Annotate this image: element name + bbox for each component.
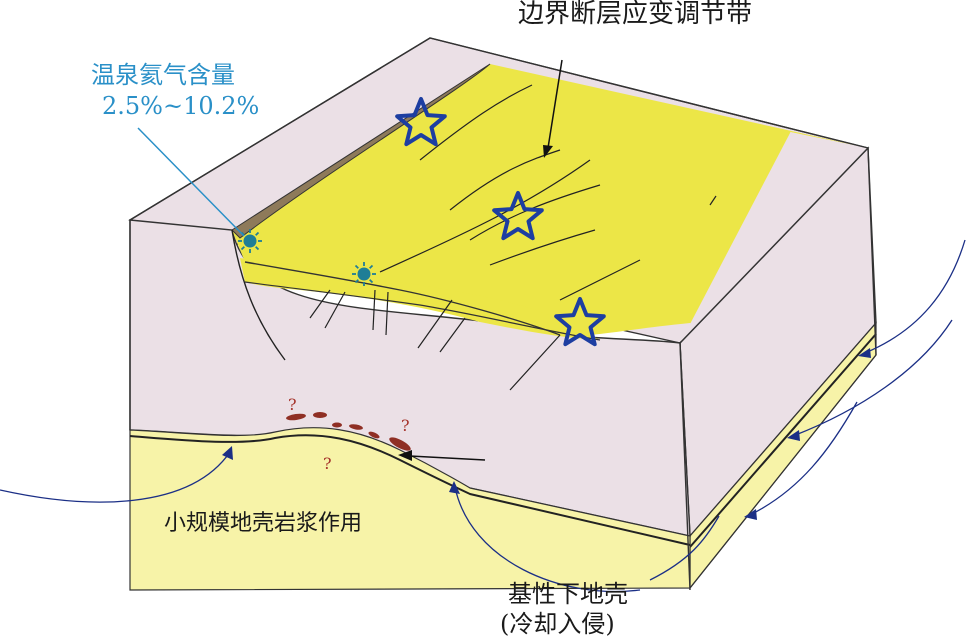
hot-spring-icon [352,262,376,286]
right-face-layer-line [689,333,877,548]
hot-spring-leader-line [137,127,245,237]
front-fault-lines [309,289,561,391]
basin-front-section [240,258,600,340]
fault-zone-label: 边界断层应变调节带 [518,0,752,29]
basin-lower-edge [244,281,601,341]
star-group [395,97,606,347]
basin-front-edge [244,261,561,336]
block-top-outline [129,37,869,221]
star-icon [395,97,447,147]
unknown-mark: ? [401,416,410,435]
hot-spring-title: 温泉氦气含量 [91,61,235,89]
star-icon [554,297,606,347]
lower-crust-label: 基性下地壳 [508,580,628,608]
unknown-mark: ? [288,395,297,414]
block-bottom-edge [689,354,877,589]
main-fault-trace [231,229,286,361]
star-icon [492,191,544,241]
lower-crust-sublabel: (冷却入侵) [500,610,615,638]
hot-spring-value: 2.5%~10.2% [102,92,259,120]
unknown-mark: ? [323,454,332,473]
magmatism-label: 小规模地壳岩浆作用 [164,511,362,536]
mantle-flow-arrows [0,239,966,593]
fault-zone-pointer-arrow [543,59,563,158]
magma-lenses [286,412,411,451]
block-front-corner-edge [679,342,691,591]
mantle-flow-arrowheads [222,348,871,520]
basin-fault-lines [379,84,717,301]
basin-right-shoulder [680,132,868,343]
basin-right-edge [689,131,791,324]
moho-boundary-line [129,434,691,546]
block-top-right-edge [679,147,869,344]
block-front-face-lower-crust [129,427,691,591]
block-right-corner-edge [867,147,877,356]
magma-pointer-arrow [398,450,486,461]
